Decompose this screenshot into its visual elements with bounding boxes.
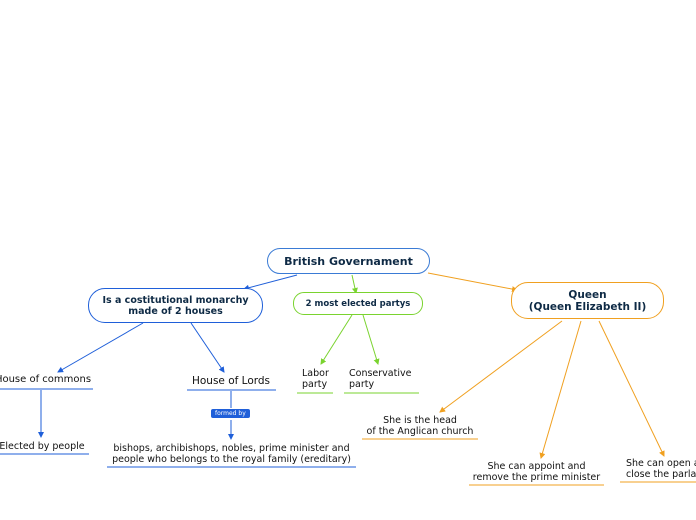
conservative-node[interactable]: Conservative party [344, 367, 419, 391]
elected-label: Elected by people [0, 440, 85, 452]
queen-label: Queen (Queen Elizabeth II) [528, 288, 647, 313]
link-queen-parliament [598, 320, 665, 457]
link-root-monarchy [243, 274, 298, 291]
prime-minister-node[interactable]: She can appoint and remove the prime min… [469, 460, 604, 484]
commons-label: House of commons [0, 374, 92, 385]
monarchy-node[interactable]: Is a costitutional monarchy made of 2 ho… [88, 288, 263, 323]
parliament-label: She can open a close the parlar [626, 458, 696, 480]
monarchy-label: Is a costitutional monarchy made of 2 ho… [102, 294, 249, 317]
root-label: British Governament [284, 254, 413, 268]
anglican-label: She is the head of the Anglican church [366, 415, 474, 437]
lords-members-node[interactable]: bishops, archibishops, nobles, prime min… [107, 442, 356, 466]
labor-node[interactable]: Labor party [297, 367, 333, 391]
elected-node[interactable]: Elected by people [0, 439, 88, 453]
root-node[interactable]: British Governament [267, 248, 430, 274]
queen-node[interactable]: Queen (Queen Elizabeth II) [511, 282, 664, 319]
link-root-queen [427, 272, 518, 293]
commons-node[interactable]: House of commons [0, 371, 92, 388]
link-queen-pm [539, 320, 582, 459]
formed-by-tag: formed by [211, 409, 250, 418]
prime-minister-label: She can appoint and remove the prime min… [472, 461, 601, 483]
lords-node[interactable]: House of Lords [186, 372, 276, 389]
link-parties-labor [320, 314, 353, 365]
link-monarchy-lords [190, 322, 225, 373]
lords-members-label: bishops, archibishops, nobles, prime min… [112, 443, 351, 465]
parties-label: 2 most elected partys [305, 298, 411, 309]
link-queen-church [439, 320, 563, 413]
link-root-parties [351, 274, 358, 294]
parliament-node[interactable]: She can open a close the parlar [620, 457, 696, 481]
anglican-node[interactable]: She is the head of the Anglican church [362, 414, 478, 438]
link-parties-conservative [362, 314, 380, 365]
conservative-label: Conservative party [349, 368, 412, 390]
lords-label: House of Lords [191, 374, 271, 387]
link-monarchy-commons [57, 322, 144, 373]
labor-label: Labor party [302, 368, 329, 390]
parties-node[interactable]: 2 most elected partys [293, 292, 423, 315]
